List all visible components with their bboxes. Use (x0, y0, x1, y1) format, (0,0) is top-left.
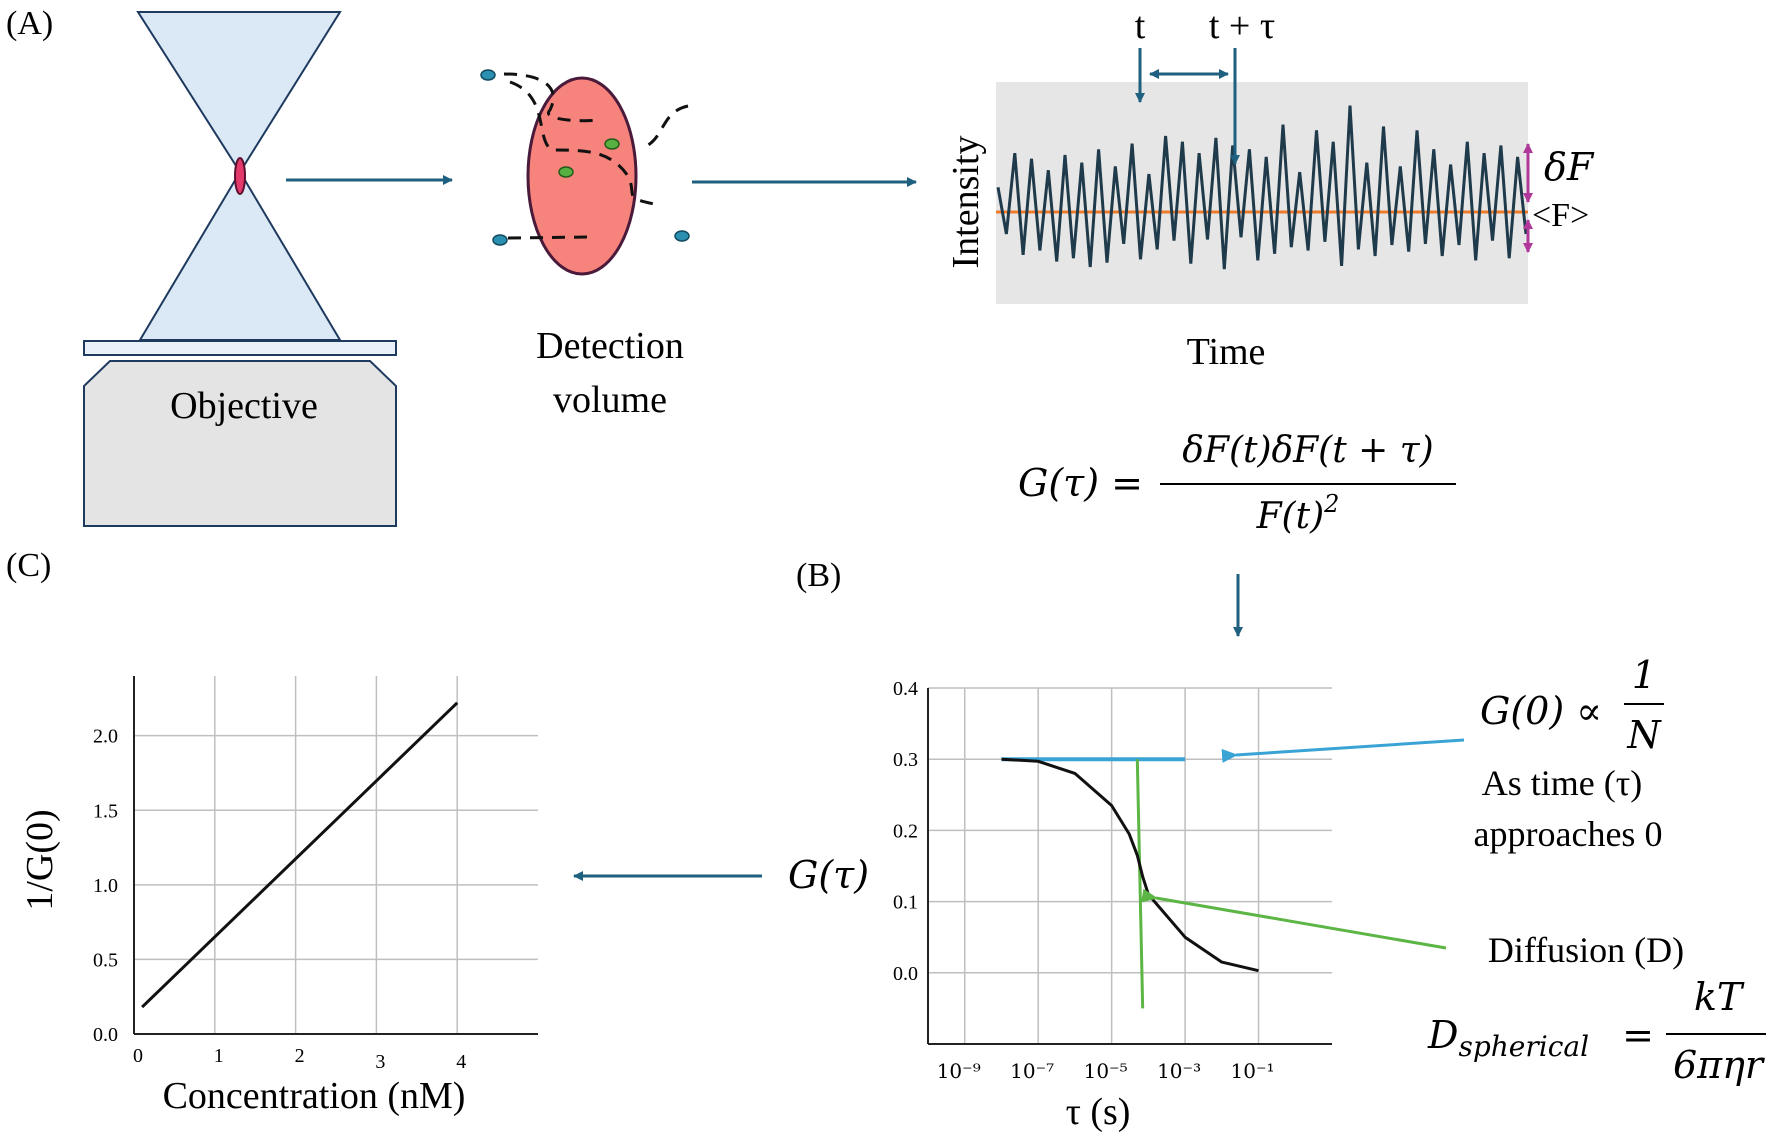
chart-c-ticks: 0 1 2 3 4 0.0 0.5 1.0 1.5 2.0 (93, 726, 466, 1073)
chart-b-ytick-label: 0.1 (893, 892, 918, 914)
diffusion-annotation: Diffusion (D) Dspherical = kT 6πηr (1141, 888, 1766, 1087)
chart-b-ytick-label: 0.2 (893, 820, 918, 842)
chart-c-grid (134, 676, 538, 1034)
chart-c-axes (133, 676, 538, 1035)
detection-label-line2: volume (553, 379, 667, 421)
g0-lhs: G(0) ∝ (1480, 689, 1602, 733)
chart-b-axes (927, 688, 1332, 1045)
objective-body (83, 360, 397, 527)
diffusion-pointer-arrow (1141, 888, 1447, 950)
panel-label-c: (C) (6, 547, 51, 584)
chart-b-ytick-label: 0.0 (893, 963, 918, 985)
cover-slip (83, 340, 397, 356)
chart-b: 10⁻⁹ 10⁻⁷ 10⁻⁵ 10⁻³ 10⁻¹ 0.0 0.1 0.2 0.3 0.4 τ (s… (893, 678, 1332, 1133)
chart-b-ytick-label: 0.3 (893, 749, 918, 771)
chart-c-series (141, 701, 459, 1009)
chart-c-ytick-label: 0.5 (93, 949, 118, 971)
d-denominator: 6πηr (1673, 1043, 1766, 1087)
objective-label: Objective (170, 385, 318, 427)
particle-outside (480, 69, 496, 81)
objective-illustration: Objective (83, 11, 397, 527)
g0-pointer-arrow (1221, 738, 1465, 763)
chart-b-ticks: 10⁻⁹ 10⁻⁷ 10⁻⁵ 10⁻³ 10⁻¹ 0.0 0.1 0.2 0.3 0.4 (893, 678, 1275, 1083)
detection-volume-ellipse (526, 76, 638, 276)
chart-c-xlabel: Concentration (nM) (163, 1075, 466, 1117)
d-lhs: D (1427, 1013, 1458, 1057)
chart-c-xtick-label: 1 (214, 1045, 224, 1067)
equation-lhs: G(τ) = (1018, 461, 1143, 505)
equation-denominator-base: F(t) (1256, 496, 1325, 537)
particle-outside (674, 230, 690, 242)
chart-b-xtick-label: 10⁻³ (1157, 1059, 1201, 1083)
equation-denominator: F(t)2 (1256, 490, 1340, 537)
chart-b-annotations (1001, 757, 1186, 1009)
trace-xlabel: Time (1187, 331, 1266, 373)
panel-label-a: (A) (6, 5, 53, 42)
chart-b-xtick-label: 10⁻⁷ (1010, 1059, 1054, 1083)
chart-c-ytick-label: 2.0 (93, 726, 118, 748)
chart-b-series (1001, 757, 1259, 973)
chart-c-xtick-label: 2 (295, 1045, 305, 1067)
detection-volume-illustration: Detection volume (480, 69, 690, 421)
chart-b-xtick-label: 10⁻¹ (1231, 1059, 1275, 1083)
chart-b-xlabel: τ (s) (1066, 1091, 1131, 1133)
equation-numerator: δF(t)δF(t + τ) (1182, 430, 1433, 471)
diffusion-path-4 (507, 235, 591, 240)
chart-c-xtick-label: 4 (456, 1051, 466, 1073)
equation-denominator-exp: 2 (1323, 490, 1339, 518)
particle-inside (558, 166, 574, 178)
chart-c-ytick-label: 1.0 (93, 875, 118, 897)
d-spherical-label: Dspherical (1427, 1013, 1589, 1063)
mean-f-label: <F> (1532, 197, 1589, 234)
chart-c-xtick-label: 0 (133, 1045, 143, 1067)
chart-b-grid (928, 687, 1332, 1044)
d-numerator: kT (1694, 975, 1745, 1019)
g-tau-label: G(τ) (788, 853, 869, 897)
d-equals: = (1622, 1013, 1654, 1057)
diffusion-path-2 (509, 80, 661, 207)
d-subscript: spherical (1458, 1030, 1589, 1063)
intensity-trace (996, 105, 1528, 270)
chart-c-xtick-label: 3 (375, 1051, 385, 1073)
chart-b-xtick-label: 10⁻⁵ (1084, 1059, 1128, 1083)
chart-b-diffusion-marker (1135, 759, 1145, 1009)
diffusion-path-1 (503, 72, 601, 123)
particle-outside (492, 234, 508, 246)
chart-b-xtick-label: 10⁻⁹ (937, 1059, 981, 1083)
chart-b-correlation-curve (1001, 757, 1259, 973)
g0-caption-line1: As time (τ) (1482, 763, 1642, 803)
chart-c-line (141, 701, 459, 1009)
t-tau-label: t + τ (1209, 5, 1275, 47)
upper-light-cone (136, 11, 342, 174)
panel-label-b: (B) (796, 557, 841, 594)
g0-annotation: G(0) ∝ 1 N As time (τ) approaches 0 (1221, 653, 1664, 854)
delta-f-label: δF (1544, 145, 1595, 189)
chart-b-ytick-label: 0.4 (893, 678, 918, 700)
chart-c-ylabel: 1/G(0) (19, 809, 61, 910)
trace-ylabel: Intensity (945, 136, 987, 269)
diffusion-path-3 (641, 104, 689, 150)
chart-c-ytick-label: 0.0 (93, 1024, 118, 1046)
diffusion-label: Diffusion (D) (1488, 930, 1684, 970)
lower-light-cone (138, 170, 342, 341)
detection-label-line1: Detection (536, 325, 684, 367)
chart-c-ytick-label: 1.5 (93, 800, 118, 822)
particle-inside (604, 138, 620, 150)
g0-denominator: N (1626, 713, 1662, 757)
t-label: t (1135, 5, 1146, 47)
focal-spot (234, 157, 246, 195)
g0-numerator: 1 (1632, 653, 1656, 697)
intensity-trace-panel: Intensity Time t t + τ δF <F> (945, 5, 1595, 373)
correlation-equation: G(τ) = δF(t)δF(t + τ) F(t)2 (1018, 430, 1456, 537)
g0-caption-line2: approaches 0 (1474, 814, 1663, 854)
